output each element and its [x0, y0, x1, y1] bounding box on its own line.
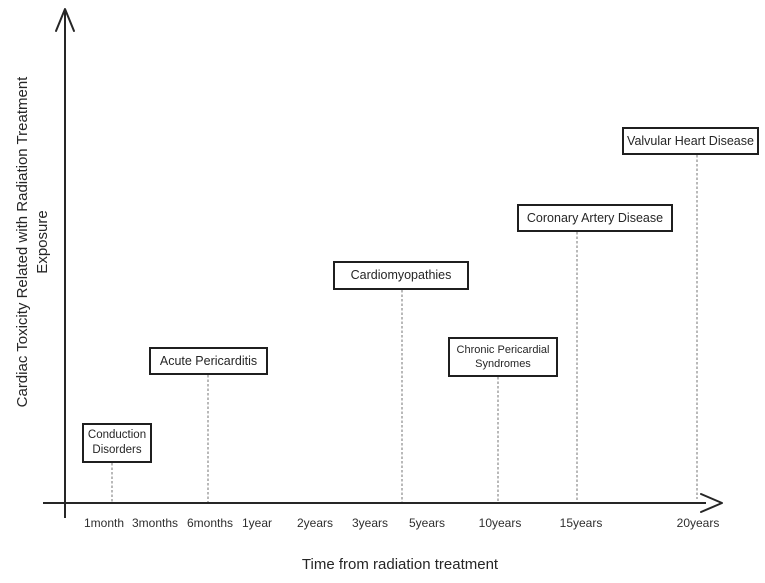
- y-axis-arrowhead-icon: [55, 8, 75, 32]
- x-tick-1year: 1year: [241, 516, 273, 530]
- event-box-coronary-artery-disease: Coronary Artery Disease: [517, 204, 673, 232]
- event-box-conduction-disorders: Conduction Disorders: [82, 423, 152, 463]
- y-axis-title-line-2: Exposure: [34, 210, 51, 274]
- x-tick-15years: 15years: [559, 516, 603, 530]
- event-label: Valvular Heart Disease: [627, 133, 754, 148]
- event-label: Coronary Artery Disease: [526, 210, 664, 225]
- event-label: Conduction Disorders: [87, 429, 147, 456]
- x-tick-2years: 2years: [296, 516, 334, 530]
- x-axis-title: Time from radiation treatment: [301, 556, 499, 573]
- x-tick-20years: 20years: [676, 516, 720, 530]
- event-label: Chronic Pericardial Syndromes: [456, 343, 550, 370]
- event-label: Cardiomyopathies: [350, 268, 452, 283]
- x-tick-5years: 5years: [408, 516, 446, 530]
- x-axis-arrowhead-icon: [700, 493, 723, 513]
- event-box-valvular-heart-disease: Valvular Heart Disease: [622, 127, 759, 155]
- event-box-chronic-pericardial-syndromes: Chronic Pericardial Syndromes: [448, 337, 558, 377]
- event-box-acute-pericarditis: Acute Pericarditis: [149, 347, 268, 375]
- event-box-cardiomyopathies: Cardiomyopathies: [333, 261, 469, 290]
- x-tick-10years: 10years: [478, 516, 522, 530]
- event-label: Acute Pericarditis: [159, 353, 258, 368]
- x-tick-3months: 3months: [131, 516, 179, 530]
- y-axis-title: Cardiac Toxicity Related with Radiation …: [13, 57, 53, 427]
- x-tick-6months: 6months: [186, 516, 234, 530]
- y-axis-title-line-1: Cardiac Toxicity Related with Radiation …: [14, 76, 31, 408]
- x-tick-1month: 1month: [83, 516, 125, 530]
- x-tick-3years: 3years: [351, 516, 389, 530]
